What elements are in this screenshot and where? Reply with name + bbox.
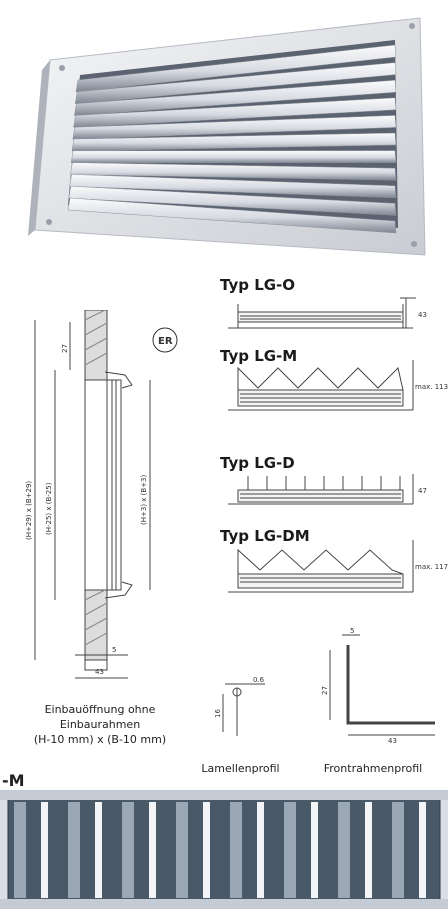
lamellen-label: Lamellenprofil <box>201 762 280 775</box>
profile-lg-dm <box>228 540 414 593</box>
typ-lg-m-label: Typ LG-M <box>220 347 298 365</box>
section-drawing: ER (H+29) x (B+29) (H-25) x (B-25) (H+3)… <box>25 310 178 679</box>
dim-w43: 43 <box>95 668 104 676</box>
dim-top: 27 <box>61 344 69 353</box>
dim-lg-dm: max. 117 <box>415 563 448 571</box>
grille-photo <box>0 0 448 285</box>
lamellen-drawing: 0.6 16 <box>214 676 265 736</box>
er-badge-text: ER <box>158 336 173 347</box>
typ-lg-d-label: Typ LG-D <box>220 454 295 472</box>
dim-middle: (H-25) x (B-25) <box>45 482 53 535</box>
frontrahmen-dim-2: 27 <box>321 686 329 695</box>
typ-lg-dm-label: Typ LG-DM <box>220 527 310 545</box>
dim-lg-o: 43 <box>418 311 427 319</box>
dim-inner: (H+3) x (B+3) <box>140 475 148 525</box>
typ-lg-o-label: Typ LG-O <box>220 276 296 294</box>
caption-line-1: Einbauöffnung ohne <box>44 703 156 716</box>
dim-lg-m: max. 113 <box>415 383 448 391</box>
frontrahmen-dim-1: 5 <box>350 627 354 635</box>
frontrahmen-dim-3: 43 <box>388 737 397 745</box>
er-badge <box>152 327 178 353</box>
dim-lg-d: 47 <box>418 487 427 495</box>
caption-line-2: Einbaurahmen <box>59 718 141 731</box>
grille-rear-photo <box>0 790 448 909</box>
frontrahmen-drawing: 5 27 43 <box>321 627 435 745</box>
bottom-label: -M <box>2 771 25 790</box>
profile-lg-o <box>228 297 416 329</box>
profile-lg-d <box>228 474 414 505</box>
lamellen-dim-1: 0.6 <box>253 676 265 684</box>
type-profiles-drawing: 43 max. 113 47 max. 117 <box>228 297 448 593</box>
lamellen-dim-2: 16 <box>214 709 222 718</box>
frontrahmen-label: Frontrahmenprofil <box>323 762 423 775</box>
profile-lg-m <box>228 360 414 411</box>
dim-outer: (H+29) x (B+29) <box>25 481 33 540</box>
dim-w5: 5 <box>112 646 116 654</box>
caption-line-3: (H-10 mm) x (B-10 mm) <box>33 733 167 746</box>
